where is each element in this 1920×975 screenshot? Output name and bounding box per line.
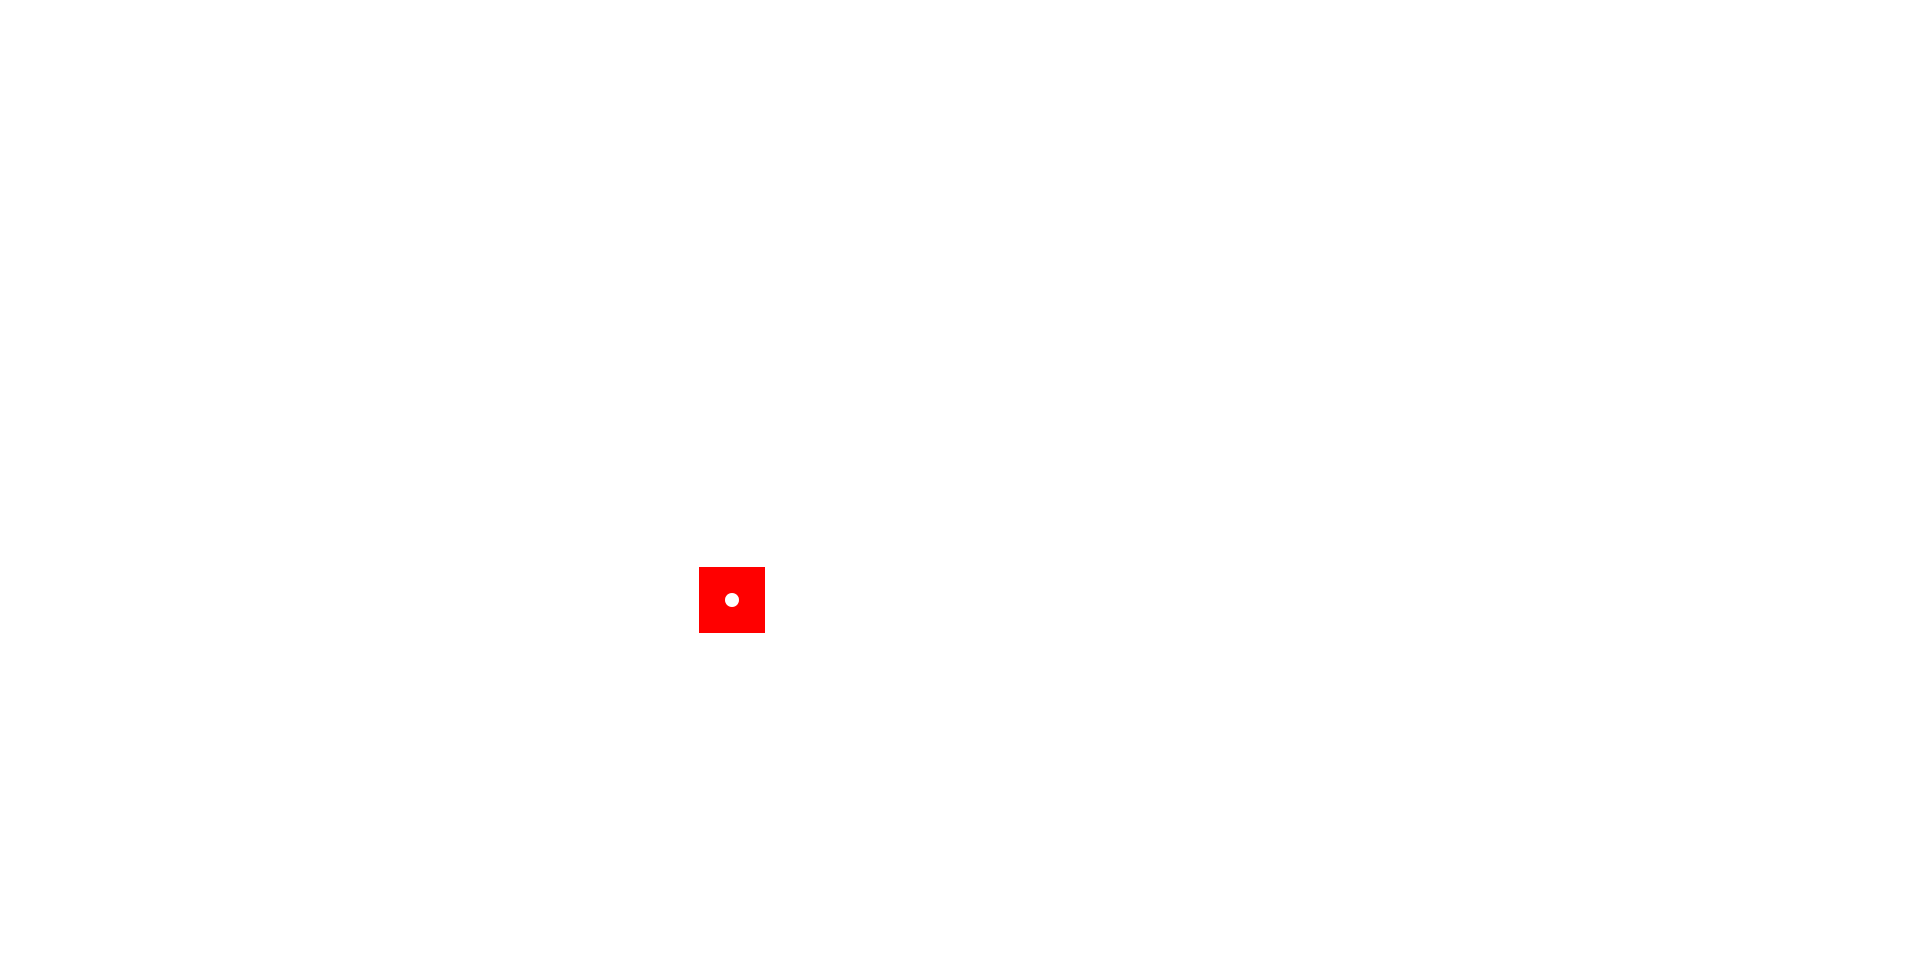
target-marker[interactable] — [699, 567, 765, 633]
target-dot-icon — [725, 593, 739, 607]
